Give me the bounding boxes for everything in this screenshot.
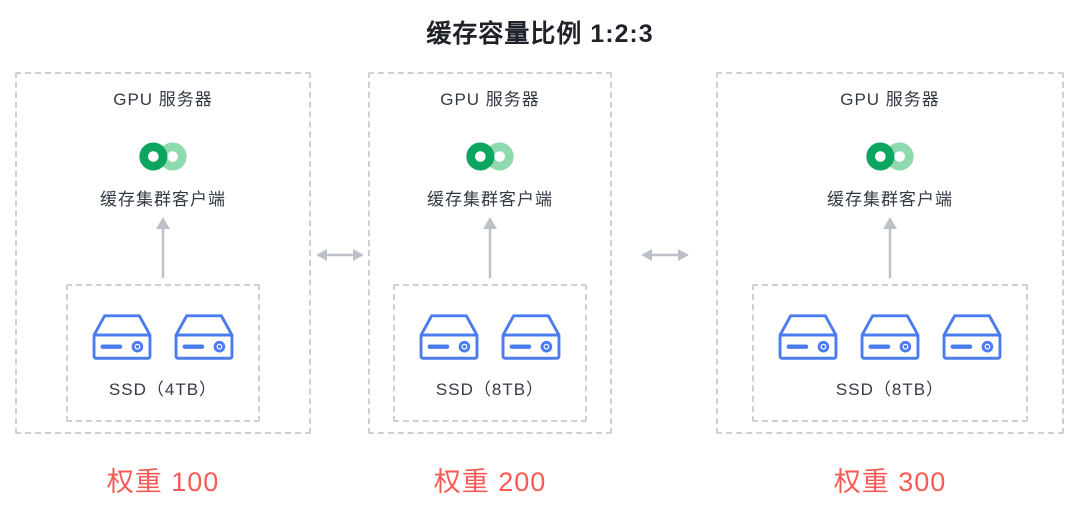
up-arrow-icon <box>153 216 173 280</box>
ssd-disk-icon <box>172 311 236 365</box>
bidirectional-arrow-icon <box>315 245 365 270</box>
ssd-capacity-label: SSD（4TB） <box>108 379 218 399</box>
ssd-disk-icon <box>417 311 481 365</box>
ssd-capacity-label: SSD（8TB） <box>835 379 945 399</box>
ssd-group-box: SSD（8TB） <box>752 284 1028 422</box>
cache-client-label: 缓存集群客户端 <box>100 190 226 209</box>
ssd-disk-icon <box>90 311 154 365</box>
weight-label: 权重 100 <box>106 467 220 497</box>
ssd-disks-row <box>90 311 236 365</box>
infinity-cache-logo-icon <box>462 138 518 174</box>
up-arrow-icon <box>880 216 900 280</box>
ssd-disk-icon <box>858 311 922 365</box>
gpu-server-label: GPU 服务器 <box>840 90 940 109</box>
infinity-cache-logo-icon <box>862 138 918 174</box>
weight-label: 权重 300 <box>833 467 947 497</box>
weight-label: 权重 200 <box>433 467 547 497</box>
server-group-3: GPU 服务器 缓存集群客户端 <box>716 72 1064 499</box>
gpu-server-card: GPU 服务器 缓存集群客户端 <box>368 72 612 434</box>
diagram-title: 缓存容量比例 1:2:3 <box>426 20 654 48</box>
gpu-server-label: GPU 服务器 <box>440 90 540 109</box>
gpu-server-card: GPU 服务器 缓存集群客户端 <box>15 72 311 434</box>
gpu-server-card: GPU 服务器 缓存集群客户端 <box>716 72 1064 434</box>
cache-client-label: 缓存集群客户端 <box>427 190 553 209</box>
cache-client-label: 缓存集群客户端 <box>827 190 953 209</box>
ssd-group-box: SSD（8TB） <box>393 284 587 422</box>
ssd-disk-icon <box>499 311 563 365</box>
bidirectional-arrow-icon <box>640 245 690 270</box>
gpu-server-label: GPU 服务器 <box>113 90 213 109</box>
up-arrow-icon <box>480 216 500 280</box>
ssd-disks-row <box>776 311 1004 365</box>
ssd-disk-icon <box>776 311 840 365</box>
ssd-capacity-label: SSD（8TB） <box>435 379 545 399</box>
server-group-2: GPU 服务器 缓存集群客户端 <box>368 72 612 499</box>
ssd-disk-icon <box>940 311 1004 365</box>
infinity-cache-logo-icon <box>135 138 191 174</box>
server-group-1: GPU 服务器 缓存集群客户端 <box>15 72 311 499</box>
ssd-group-box: SSD（4TB） <box>66 284 260 422</box>
ssd-disks-row <box>417 311 563 365</box>
